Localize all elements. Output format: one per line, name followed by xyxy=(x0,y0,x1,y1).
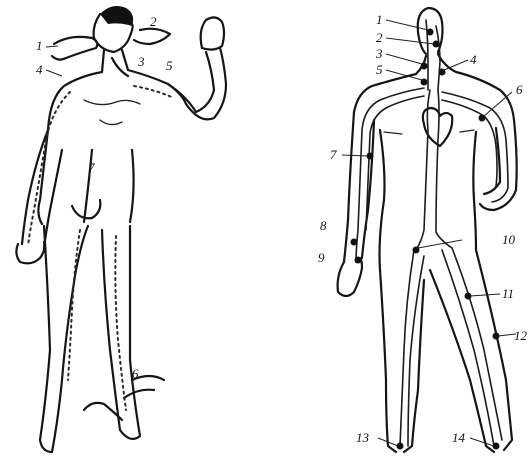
left-label-5: 5 xyxy=(166,58,173,73)
right-label-14: 14 xyxy=(452,430,466,445)
left-lead-4 xyxy=(46,70,62,76)
right-leg-right xyxy=(430,250,512,452)
right-vessel-arm-left xyxy=(356,88,424,262)
right-arm-right xyxy=(480,120,517,210)
right-label-9: 9 xyxy=(318,250,325,265)
right-vessel-arm-right-2 xyxy=(442,100,497,186)
right-label-10: 10 xyxy=(502,232,516,247)
right-label-11: 11 xyxy=(502,286,514,301)
right-chest-lines xyxy=(384,130,474,134)
left-neck xyxy=(102,50,128,72)
left-chest xyxy=(84,100,140,125)
left-helper-hand-1 xyxy=(52,37,97,60)
right-label-8: 8 xyxy=(320,218,327,233)
right-dot-9 xyxy=(355,257,362,264)
left-label-2: 2 xyxy=(150,14,157,29)
right-label-4: 4 xyxy=(470,52,477,67)
left-label-1: 1 xyxy=(36,38,43,53)
left-label-3: 3 xyxy=(137,54,145,69)
right-label-12: 12 xyxy=(514,328,528,343)
right-label-13: 13 xyxy=(356,430,370,445)
left-label-7: 7 xyxy=(88,160,95,175)
right-label-5: 5 xyxy=(376,62,383,77)
left-raised-arm xyxy=(168,48,226,119)
right-label-2: 2 xyxy=(376,30,383,45)
right-vessel-arm-left-2 xyxy=(366,96,424,230)
right-label-3: 3 xyxy=(375,46,383,61)
left-label-6: 6 xyxy=(132,366,139,381)
right-dot-8 xyxy=(351,239,358,246)
right-label-7: 7 xyxy=(330,147,337,162)
left-artery-leg-right xyxy=(115,236,126,410)
right-vessel-leg-right xyxy=(442,248,502,446)
left-hanging-hand xyxy=(16,242,44,263)
right-label-1: 1 xyxy=(376,12,383,27)
left-lead-1 xyxy=(46,46,58,47)
left-raised-fist xyxy=(201,17,224,49)
left-label-4: 4 xyxy=(36,62,43,77)
left-figure: 1 2 3 4 5 6 7 xyxy=(16,6,226,452)
left-helper-hand-2 xyxy=(134,29,170,44)
right-hand-left xyxy=(338,258,362,296)
left-artery-shoulder xyxy=(134,86,174,98)
left-leg-left xyxy=(40,226,88,452)
right-vessel-carotid-b xyxy=(436,26,440,90)
right-figure: 1 2 3 4 5 6 7 8 9 10 11 12 13 14 xyxy=(318,8,528,452)
left-hair xyxy=(100,6,133,26)
right-label-6: 6 xyxy=(516,82,523,97)
